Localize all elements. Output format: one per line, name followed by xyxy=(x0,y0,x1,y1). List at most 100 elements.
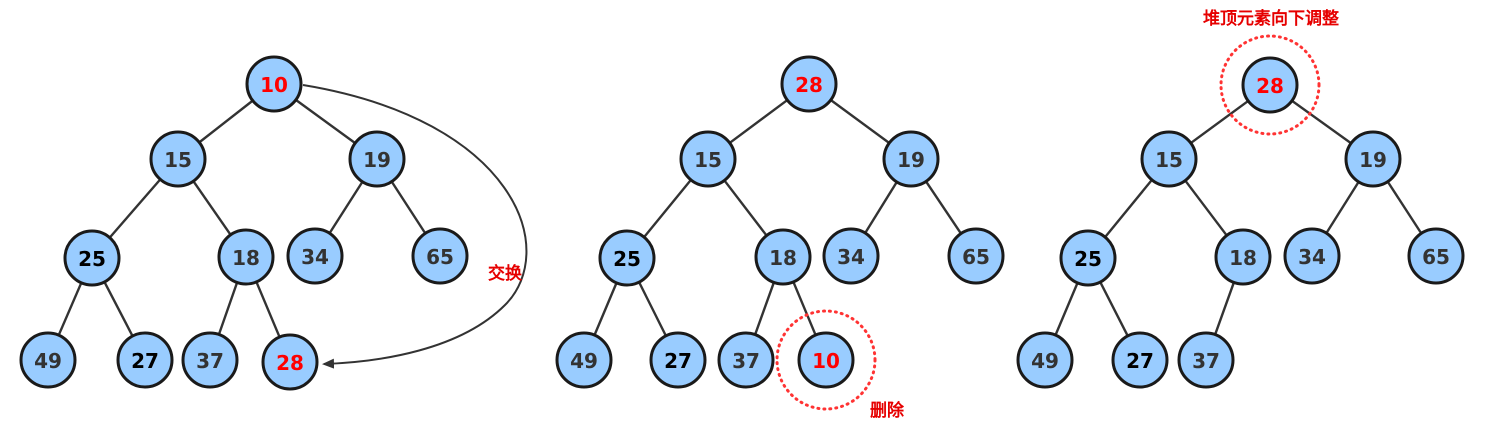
node-label: 37 xyxy=(732,349,760,373)
node-label: 34 xyxy=(1298,245,1326,269)
siftdown-annotation: 堆顶元素向下调整 xyxy=(1203,8,1339,29)
tree-edge xyxy=(1190,99,1249,145)
node-label: 25 xyxy=(1074,247,1102,271)
tree-edge xyxy=(638,281,667,337)
node-label: 18 xyxy=(769,246,797,270)
node-label: 15 xyxy=(1155,148,1183,172)
node-circle xyxy=(348,130,406,188)
node-label: 65 xyxy=(1422,245,1450,269)
tree-edge xyxy=(295,98,356,145)
node-label: 34 xyxy=(301,245,329,269)
node-label: 19 xyxy=(363,148,391,172)
heap-node: 49 xyxy=(555,331,613,389)
tree-edge xyxy=(1184,179,1228,237)
tree-edge xyxy=(192,180,232,236)
heap-node: 37 xyxy=(717,331,775,389)
node-circle xyxy=(149,130,207,188)
node-circle xyxy=(780,55,838,113)
tree-edge xyxy=(728,99,789,144)
tree-edge xyxy=(1291,99,1352,145)
node-circle xyxy=(261,333,319,391)
node-circle xyxy=(1283,227,1341,285)
node-label: 65 xyxy=(426,245,454,269)
tree-edge xyxy=(1104,179,1153,238)
tree-edge xyxy=(108,178,162,239)
node-circle xyxy=(245,55,303,113)
swap-annotation: 交换 xyxy=(488,263,523,284)
heap-node: 15 xyxy=(1140,130,1198,188)
node-label: 10 xyxy=(260,73,288,97)
heap-node: 25 xyxy=(63,229,121,287)
node-label: 28 xyxy=(1256,74,1284,98)
node-circle xyxy=(1059,229,1117,287)
heap-node: 15 xyxy=(679,130,737,188)
heap-node: 65 xyxy=(1407,227,1465,285)
node-label: 49 xyxy=(570,349,598,373)
delete-highlight-circle xyxy=(775,309,877,411)
node-label: 27 xyxy=(131,349,159,373)
tree-edge xyxy=(103,281,134,337)
heap-node: 18 xyxy=(217,228,275,286)
heap-node: 10 xyxy=(797,331,855,389)
node-circle xyxy=(754,228,812,286)
heap-node: 37 xyxy=(1177,331,1235,389)
node-circle xyxy=(1344,130,1402,188)
node-circle xyxy=(286,227,344,285)
node-circle xyxy=(555,331,613,389)
tree-edge xyxy=(1386,180,1423,235)
node-label: 25 xyxy=(78,247,106,271)
tree-edge xyxy=(217,282,239,335)
node-circle xyxy=(797,331,855,389)
heap-node: 34 xyxy=(286,227,344,285)
heap-node: 27 xyxy=(649,331,707,389)
node-circle xyxy=(1241,56,1299,114)
node-circle xyxy=(1214,228,1272,286)
tree-edge xyxy=(643,179,692,238)
swap-arrow xyxy=(302,84,528,369)
node-circle xyxy=(1140,130,1198,188)
node-label: 37 xyxy=(196,349,224,373)
node-circle xyxy=(1177,331,1235,389)
heap-node: 10 xyxy=(245,55,303,113)
heap-node: 28 xyxy=(1241,56,1299,114)
node-circle xyxy=(411,227,469,285)
node-label: 10 xyxy=(812,349,840,373)
tree-edge xyxy=(255,281,281,338)
heap-node: 49 xyxy=(1016,331,1074,389)
heap-node: 65 xyxy=(411,227,469,285)
heap-node: 34 xyxy=(1283,227,1341,285)
tree-edge xyxy=(1325,181,1360,234)
node-label: 15 xyxy=(694,148,722,172)
node-circle xyxy=(649,331,707,389)
node-label: 27 xyxy=(1126,349,1154,373)
node-circle xyxy=(1016,331,1074,389)
heap-node: 18 xyxy=(754,228,812,286)
node-label: 27 xyxy=(664,349,692,373)
node-label: 65 xyxy=(962,245,990,269)
tree-edge xyxy=(1213,282,1236,335)
tree-edge xyxy=(1054,282,1079,336)
heap-node: 28 xyxy=(780,55,838,113)
node-label: 15 xyxy=(164,148,192,172)
node-circle xyxy=(598,229,656,287)
heap-node: 28 xyxy=(261,333,319,391)
heap-node: 15 xyxy=(149,130,207,188)
node-circle xyxy=(679,130,737,188)
node-circle xyxy=(1407,227,1465,285)
siftdown-highlight-circle xyxy=(1219,34,1321,136)
node-circle xyxy=(116,331,174,389)
heap-node: 27 xyxy=(116,331,174,389)
node-label: 34 xyxy=(837,245,865,269)
node-circle xyxy=(947,227,1005,285)
node-circle xyxy=(822,227,880,285)
tree-edge xyxy=(57,282,83,336)
heap-node: 27 xyxy=(1111,331,1169,389)
tree-edge xyxy=(390,180,427,235)
heap-node: 37 xyxy=(181,331,239,389)
tree-edge xyxy=(198,99,254,144)
heap-node: 49 xyxy=(19,331,77,389)
tree-edge xyxy=(792,281,817,336)
node-label: 19 xyxy=(897,148,925,172)
